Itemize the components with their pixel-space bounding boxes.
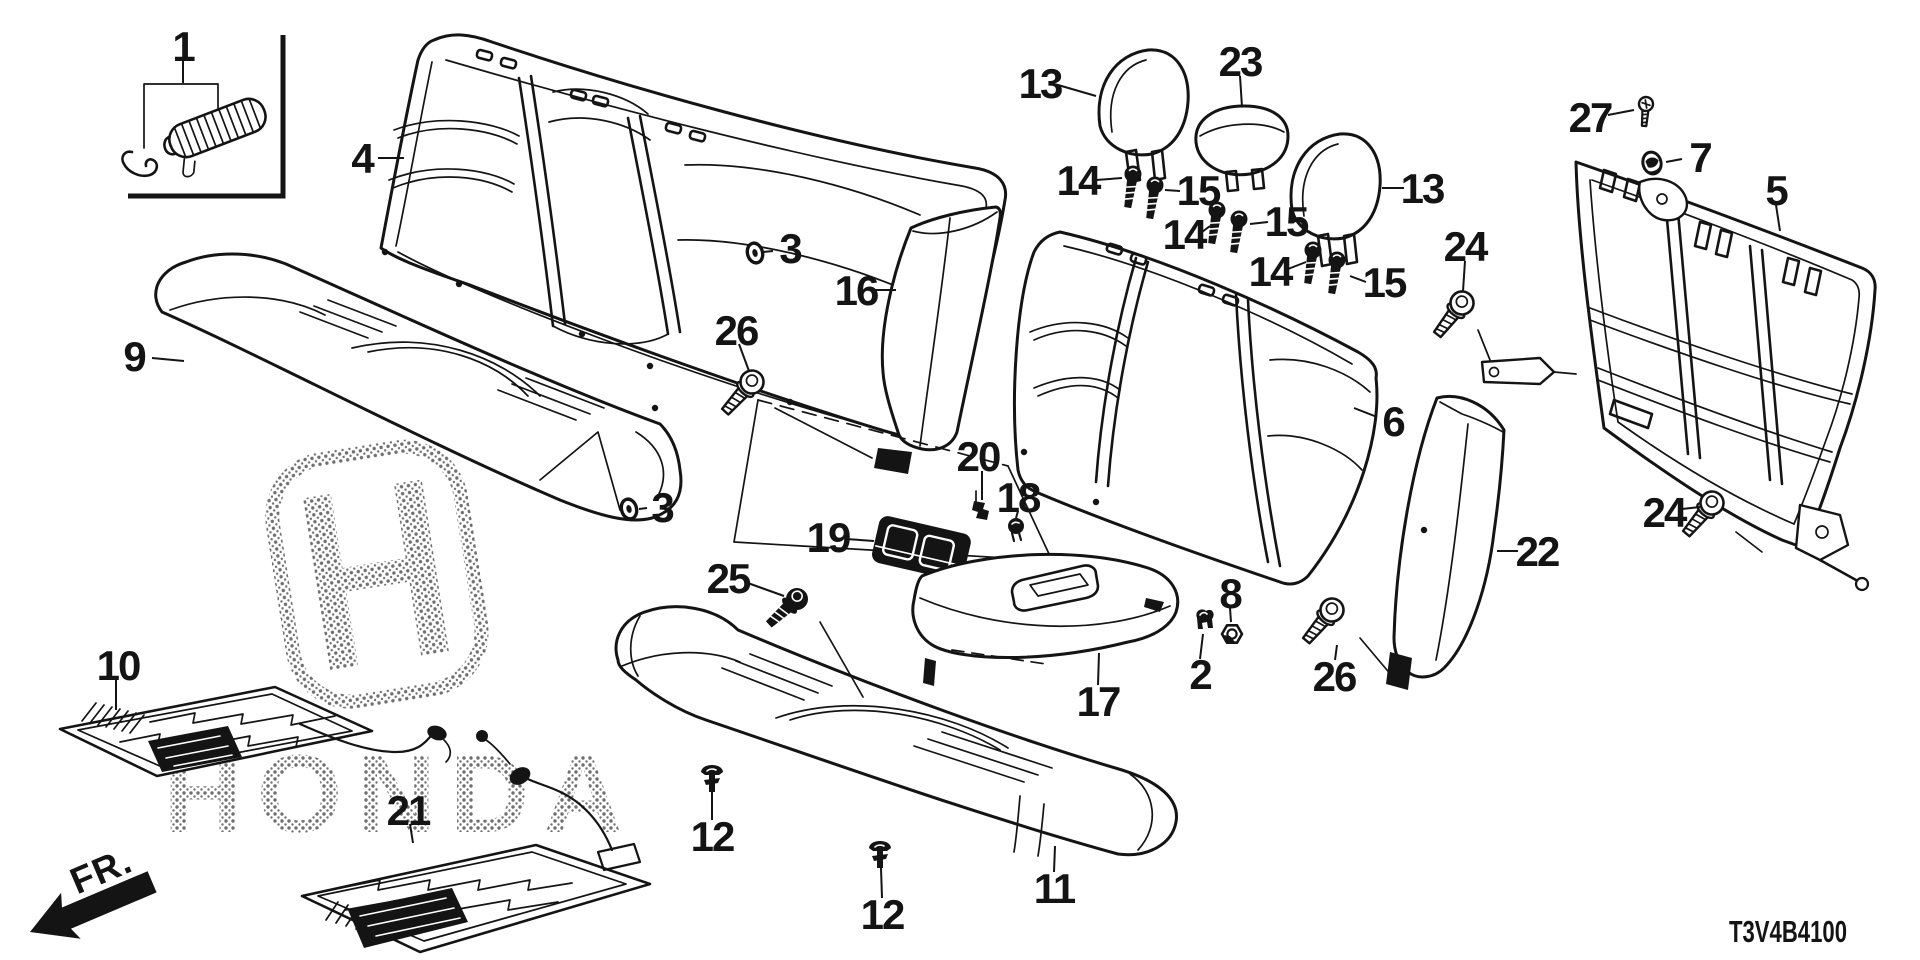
- callout-label-1-0[interactable]: 1: [172, 23, 197, 70]
- callout-label-17-28[interactable]: 17: [1077, 678, 1122, 725]
- callout-leader-14-13: [1287, 261, 1307, 270]
- part-11-cushion-drawing: [614, 605, 1178, 857]
- callout-label-15-10[interactable]: 15: [1177, 167, 1223, 214]
- callout-leader-11-35: [1053, 845, 1056, 873]
- part-24-bolt-upper: [1427, 285, 1480, 343]
- callout-label-26-5[interactable]: 26: [715, 307, 760, 354]
- part-15-bolt-3: [1322, 249, 1348, 296]
- part-12-clip-2: [868, 840, 892, 869]
- part-15-bolt-1: [1140, 174, 1166, 221]
- part-13-headrest-left-drawing: [1097, 48, 1190, 184]
- callout-leader-3-3: [762, 250, 774, 253]
- callout-leader-17-28: [1097, 652, 1100, 686]
- part-12-clip-1: [700, 764, 724, 793]
- callout-label-19-22[interactable]: 19: [807, 514, 852, 561]
- callout-leader-18-21: [1015, 510, 1019, 519]
- callout-label-10-31[interactable]: 10: [97, 642, 142, 689]
- callout-label-11-35[interactable]: 11: [1034, 865, 1078, 912]
- part-5-seatback-frame-drawing: [1480, 160, 1877, 592]
- part-22-side-pad-right-drawing: [1359, 395, 1506, 690]
- diagram-code: T3V4B4100: [1729, 914, 1847, 949]
- callout-leader-13-6: [1057, 84, 1097, 97]
- callout-leader-15-12: [1249, 221, 1269, 225]
- part-17-armrest-drawing: [911, 552, 1180, 665]
- callout-label-8-26[interactable]: 8: [1219, 570, 1244, 617]
- part-15-bolt-2: [1224, 208, 1250, 255]
- callout-leader-19-22: [845, 538, 875, 542]
- callout-leader-9-2: [151, 357, 185, 362]
- fasteners-layer: [617, 95, 1763, 869]
- callout-label-21-32[interactable]: 21: [387, 787, 433, 834]
- callout-label-12-34[interactable]: 12: [861, 891, 906, 938]
- callout-leader-8-26: [1229, 607, 1232, 623]
- part-2-clip: [1195, 608, 1215, 630]
- callout-label-3-23[interactable]: 3: [651, 484, 675, 531]
- callout-leader-25-25: [744, 581, 785, 597]
- callout-leader-21-32: [409, 823, 414, 844]
- callout-leader-6-19: [1353, 407, 1378, 418]
- fr-direction-arrow: FR.: [30, 840, 157, 939]
- callout-label-24-30[interactable]: 24: [1643, 489, 1690, 536]
- callout-leader-7-16: [1665, 158, 1683, 163]
- callout-label-18-21[interactable]: 18: [997, 474, 1043, 521]
- part-1-spring-clip-inset: [121, 35, 286, 199]
- callout-leader-26-29: [1334, 644, 1338, 661]
- part-8-nut: [1220, 623, 1244, 645]
- callout-label-20-20[interactable]: 20: [957, 433, 1002, 480]
- callout-label-22-24[interactable]: 22: [1516, 528, 1561, 575]
- part-21-heater-pad-drawing: [300, 730, 652, 954]
- callout-label-5-17[interactable]: 5: [1765, 167, 1790, 214]
- callout-label-15-14[interactable]: 15: [1363, 259, 1409, 306]
- callout-label-24-18[interactable]: 24: [1444, 223, 1491, 270]
- callout-leader-15-10: [1164, 189, 1181, 192]
- callout-label-12-33[interactable]: 12: [691, 813, 736, 860]
- callout-label-9-2[interactable]: 9: [123, 333, 147, 380]
- callout-label-14-13[interactable]: 14: [1249, 248, 1296, 295]
- callout-leader-14-11: [1201, 225, 1211, 233]
- callout-label-16-4[interactable]: 16: [835, 267, 880, 314]
- part-18-clip: [1006, 516, 1026, 543]
- part-6-seatback-right-drawing: [1013, 230, 1379, 586]
- callout-leader-5-17: [1775, 204, 1781, 232]
- part-16-side-pad-left-drawing: [774, 205, 1002, 474]
- callout-label-13-8[interactable]: 13: [1401, 165, 1446, 212]
- callout-label-25-25[interactable]: 25: [707, 555, 753, 602]
- part-14-bolt-1: [1118, 163, 1144, 210]
- callout-leader-23-7: [1239, 75, 1243, 108]
- part-9-cushion-left-drawing: [154, 252, 683, 522]
- callout-label-27-15[interactable]: 27: [1569, 94, 1614, 141]
- callout-label-23-7[interactable]: 23: [1219, 38, 1264, 85]
- callout-leader-24-18: [1462, 260, 1466, 292]
- callout-leader-3-23: [638, 507, 648, 510]
- callout-leader-15-14: [1349, 275, 1367, 283]
- part-7-clip: [1638, 148, 1666, 178]
- part-26-bolt-lower: [1296, 592, 1350, 650]
- callout-leader-26-5: [738, 343, 750, 372]
- callout-leader-12-34: [880, 867, 883, 899]
- callout-leader-2-27: [1199, 633, 1204, 660]
- callout-label-15-12[interactable]: 15: [1265, 198, 1311, 245]
- part-20-striker: [971, 490, 990, 521]
- callout-leader-14-9: [1095, 177, 1123, 181]
- part-23-headrest-center-drawing: [1194, 104, 1290, 193]
- callout-label-3-3[interactable]: 3: [779, 225, 803, 272]
- callout-label-6-19[interactable]: 6: [1382, 398, 1406, 445]
- callout-label-26-29[interactable]: 26: [1313, 653, 1358, 700]
- callout-leader-27-15: [1607, 109, 1635, 116]
- part-10-heater-pad-drawing: [58, 685, 452, 778]
- callout-label-13-6[interactable]: 13: [1019, 60, 1064, 107]
- callout-label-2-27[interactable]: 2: [1189, 651, 1213, 698]
- callout-leader-24-30: [1681, 506, 1701, 510]
- part-27-screw: [1635, 95, 1655, 128]
- callout-label-7-16[interactable]: 7: [1689, 134, 1713, 181]
- callout-label-14-9[interactable]: 14: [1057, 157, 1104, 204]
- callout-label-14-11[interactable]: 14: [1163, 211, 1210, 258]
- callout-label-4-1[interactable]: 4: [351, 135, 377, 182]
